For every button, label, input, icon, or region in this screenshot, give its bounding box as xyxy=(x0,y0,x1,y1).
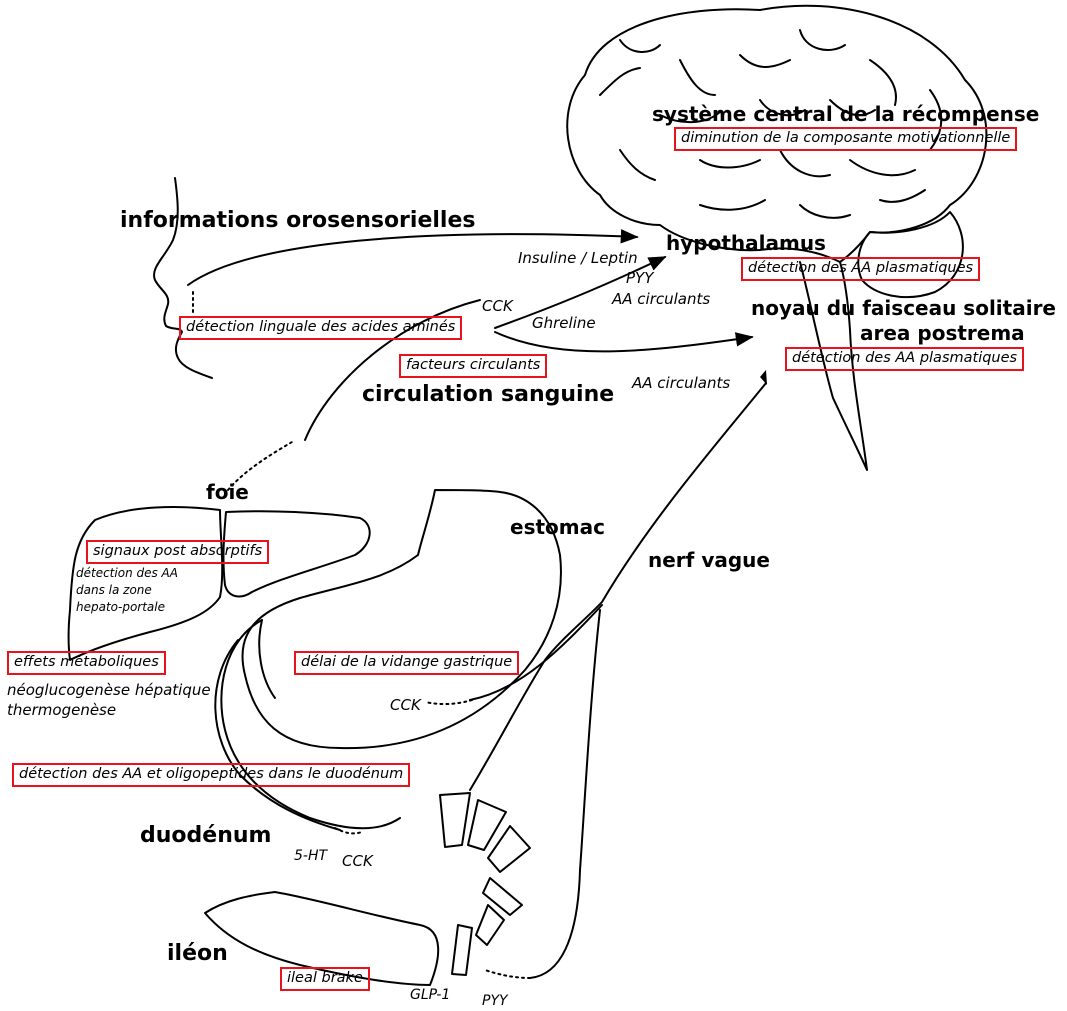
vagus-nerve xyxy=(469,382,767,791)
ghreline-label: Ghreline xyxy=(532,314,596,332)
brain-outline xyxy=(566,4,988,263)
reward-box: diminution de la composante motivationne… xyxy=(674,127,1018,151)
metabolic-effects-box: effets métaboliques xyxy=(7,651,166,675)
brain-folds xyxy=(599,29,943,219)
hypothalamus-title: hypothalamus xyxy=(666,231,826,255)
nts-box: détection des AA plasmatiques xyxy=(785,347,1025,371)
brainstem xyxy=(799,261,868,471)
vagus-title: nerf vague xyxy=(648,548,770,572)
neoglucogenesis-label: néoglucogenèse hépatique xyxy=(7,681,211,699)
nts-title: noyau du faisceau solitaire xyxy=(751,296,1056,320)
gastric-emptying-box: délai de la vidange gastrique xyxy=(294,651,520,675)
reward-title: système central de la récompense xyxy=(652,102,1040,126)
cck-duodenum-label: CCK xyxy=(342,852,373,870)
pyy-ileum-label: PYY xyxy=(482,993,508,1009)
hypothalamus-box: détection des AA plasmatiques xyxy=(741,257,981,281)
ileum-title: iléon xyxy=(167,941,228,966)
post-absorptive-box: signaux post absorptifs xyxy=(86,540,270,564)
liver-left xyxy=(67,506,224,661)
insuline-leptin-label: Insuline / Leptin xyxy=(518,249,638,267)
circulating-factors-box: facteurs circulants xyxy=(399,354,548,378)
blood-circulation-title: circulation sanguine xyxy=(362,382,615,407)
duodenum xyxy=(220,619,401,830)
face-profile xyxy=(153,177,213,379)
hepatic-detection-line2: dans la zone xyxy=(76,583,152,597)
aa-circulants-label-1: AA circulants xyxy=(612,290,711,308)
cerebellum xyxy=(857,211,964,299)
hepatic-detection-line1: détection des AA xyxy=(76,566,178,580)
aa-circulants-label-2: AA circulants xyxy=(632,374,731,392)
thermogenesis-label: thermogenèse xyxy=(7,701,117,719)
liver-title: foie xyxy=(206,480,249,504)
pyy-brain-label: PYY xyxy=(626,269,654,287)
duodenum-detection-box: détection des AA et oligopeptides dans l… xyxy=(12,763,411,787)
lingual-detection-box: détection linguale des acides aminés xyxy=(179,316,463,340)
glp1-label: GLP-1 xyxy=(410,987,451,1003)
ileal-brake-box: ileal brake xyxy=(280,967,370,991)
cck-stomach-label: CCK xyxy=(390,696,421,714)
area-postrema-title: area postrema xyxy=(860,321,1025,345)
liver-right xyxy=(222,510,371,598)
duodenum-title: duodénum xyxy=(140,823,272,848)
stomach xyxy=(241,489,562,750)
cck-brain-label: CCK xyxy=(482,297,513,315)
ileum xyxy=(204,891,440,986)
serotonin-label: 5-HT xyxy=(294,848,328,864)
hepatic-detection-line3: hepato-portale xyxy=(76,600,166,614)
intestine-segments xyxy=(439,792,531,976)
orosensory-title: informations orosensorielles xyxy=(120,208,476,233)
stomach-title: estomac xyxy=(510,515,605,539)
